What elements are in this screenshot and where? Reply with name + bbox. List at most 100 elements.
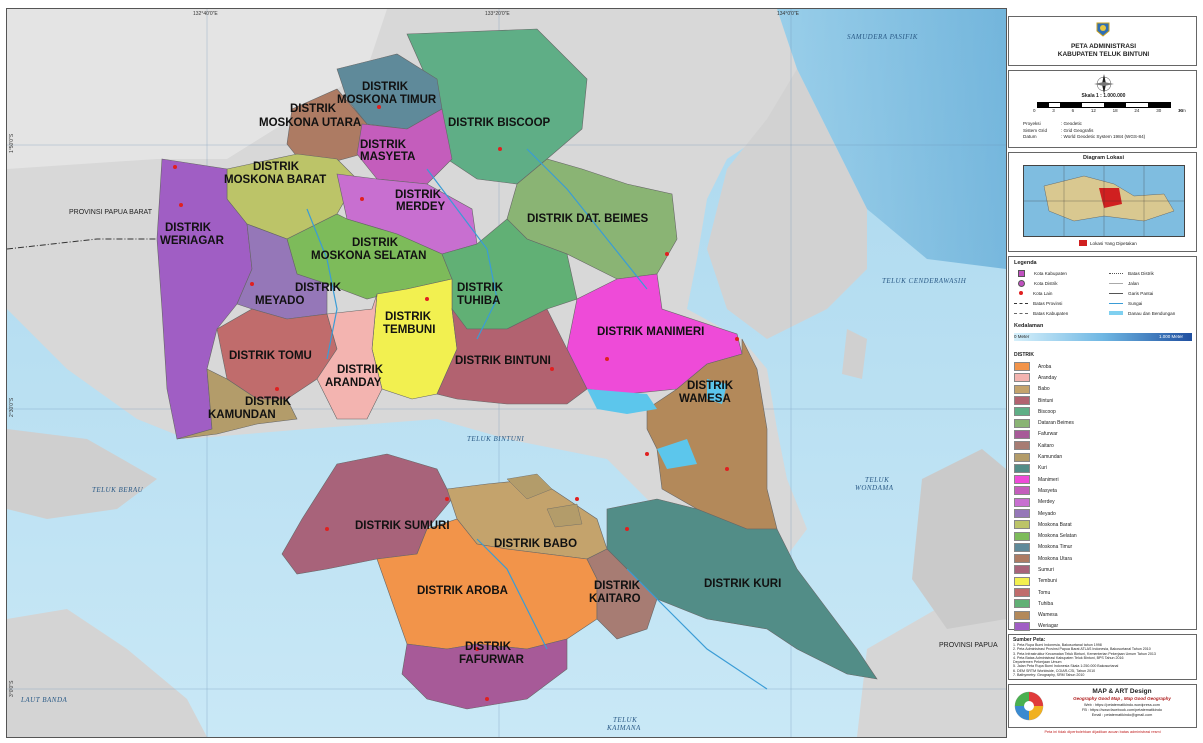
district-kamundan[interactable] [176,368,298,440]
district-kaitaro[interactable] [586,548,658,640]
main-map[interactable]: DISTRIK BISCOOP DISTRIK MOSKONA TIMUR DI… [6,8,1007,738]
district-legend-item: Wamesa [1014,610,1194,621]
label-moskona-utara-2: MOSKONA UTARA [259,117,361,129]
district-legend-label: Babo [1038,386,1050,393]
province-boundary [7,238,157,250]
label-teluk-bintuni: TELUK BINTUNI [467,435,524,443]
district-swatch [1014,531,1030,541]
district-legend-item: Bintuni [1014,395,1194,406]
inset-legend-swatch [1079,240,1087,246]
svg-text:2°30'0"S: 2°30'0"S [9,397,15,417]
rivers [306,148,768,690]
city-markers [173,105,739,701]
depth-title: Kedalaman [1014,323,1044,329]
district-swatch [1014,554,1030,564]
label-moskona-utara-1: DISTRIK [290,103,337,115]
label-masyeta-1: DISTRIK [360,139,407,151]
district-swatch [1014,542,1030,552]
label-merdey-1: DISTRIK [395,189,442,201]
kota-lain-icon [1019,291,1023,295]
label-moskona-timur-2: MOSKONA TIMUR [337,94,437,106]
label-dat-beimes: DISTRIK DAT. BEIMES [527,213,649,225]
district-swatch [1014,441,1030,451]
sources-title: Sumber Peta: [1013,637,1046,643]
district-swatch [1014,621,1030,631]
district-legend-item: Moskona Timur [1014,542,1194,553]
district-swatch [1014,486,1030,496]
district-legend-label: Sumuri [1038,566,1054,573]
district-legend-label: Fafurwar [1038,431,1058,438]
district-masyeta[interactable] [356,108,453,185]
legend-sidebar: PETA ADMINISTRASI KABUPATEN TELUK BINTUN… [1008,12,1199,736]
district-swatch [1014,588,1030,598]
district-legend-item: Tembuni [1014,576,1194,587]
disclaimer: Peta ini tidak diperbolehkan dijadikan a… [1044,730,1161,734]
scale-unit: Km [1179,108,1186,113]
batas-provinsi-icon [1014,302,1028,304]
deep-sea [777,9,1006,269]
district-legend-label: Tembuni [1038,578,1057,585]
label-laut-banda: LAUT BANDA [20,696,68,704]
district-legend-item: Fafurwar [1014,429,1194,440]
scale-ratio: Skala 1 : 1.000.000 [1081,93,1126,99]
label-teluk-kaimana-1: TELUK [613,716,637,724]
label-wamesa-1: DISTRIK [687,380,734,392]
label-babo: DISTRIK BABO [494,538,577,550]
district-legend-label: Aroba [1038,363,1052,370]
district-swatch [1014,497,1030,507]
label-weriagar-2: WERIAGAR [160,235,225,247]
sources-panel: Sumber Peta: 1. Peta Rupa Bumi Indonesia… [1008,634,1197,680]
district-weriagar[interactable] [156,158,253,440]
label-samudera-pasifik: SAMUDERA PASIFIK [847,33,918,41]
garis-pantai-icon [1109,292,1123,294]
land-wondama [912,449,1006,629]
depth-min: 0 Meter [1014,334,1030,339]
label-tuhiba-2: TUHIBA [457,295,500,307]
district-legend-item: Masyeta [1014,485,1194,496]
district-legend-label: Dataran Beimes [1038,420,1074,427]
district-legend-label: Manimeri [1038,476,1059,483]
district-legend-label: Moskona Timur [1038,544,1073,551]
district-legend-item: Tuhiba [1014,598,1194,609]
district-swatch [1014,384,1030,394]
batas-distrik-icon [1109,272,1123,274]
district-legend-label: Moskona Utara [1038,555,1072,562]
svg-text:133°20'0"E: 133°20'0"E [485,11,510,17]
district-swatch [1014,373,1030,383]
title-panel: PETA ADMINISTRASI KABUPATEN TELUK BINTUN… [1008,16,1197,66]
district-legend-item: Aroba [1014,361,1194,372]
label-wamesa-2: WAMESA [679,393,731,405]
district-swatch [1014,407,1030,417]
label-kamundan-1: DISTRIK [245,396,292,408]
legend-title: Legenda [1014,260,1037,266]
district-bintuni[interactable] [436,307,588,405]
land-southwest [7,609,207,737]
brand-title: MAP & ART Design [1092,688,1152,695]
land-west [7,429,157,519]
district-legend-label: Bintuni [1038,397,1054,404]
island [842,329,867,379]
district-legend-item: Meyado [1014,508,1194,519]
district-swatch [1014,509,1030,518]
districts-north [156,28,778,530]
inset-map[interactable] [1023,165,1185,237]
district-legend-item: Kuri [1014,463,1194,474]
district-swatch [1014,429,1030,439]
label-masyeta-2: MASYETA [360,151,415,163]
kota-kabupaten-icon [1018,269,1025,277]
district-labels: DISTRIK BISCOOP DISTRIK MOSKONA TIMUR DI… [160,81,781,666]
district-legend-label: Masyeta [1038,487,1057,494]
svg-text:134°0'0"E: 134°0'0"E [777,11,800,17]
danau-icon [1109,311,1123,315]
district-fafurwar[interactable] [401,638,568,710]
district-legend-item: Kaitaro [1014,440,1194,451]
scale-bar [1037,102,1171,108]
svg-text:1°50'0"S: 1°50'0"S [9,133,15,153]
legend-symbols-right: Batas Distrik Jalan Garis Pantai Sungai … [1109,268,1197,318]
map-canvas[interactable]: DISTRIK BISCOOP DISTRIK MOSKONA TIMUR DI… [7,9,1006,737]
label-kamundan-2: KAMUNDAN [208,409,276,421]
label-moskona-barat-2: MOSKONA BARAT [224,174,326,186]
svg-text:3°0'0"S: 3°0'0"S [9,680,15,697]
